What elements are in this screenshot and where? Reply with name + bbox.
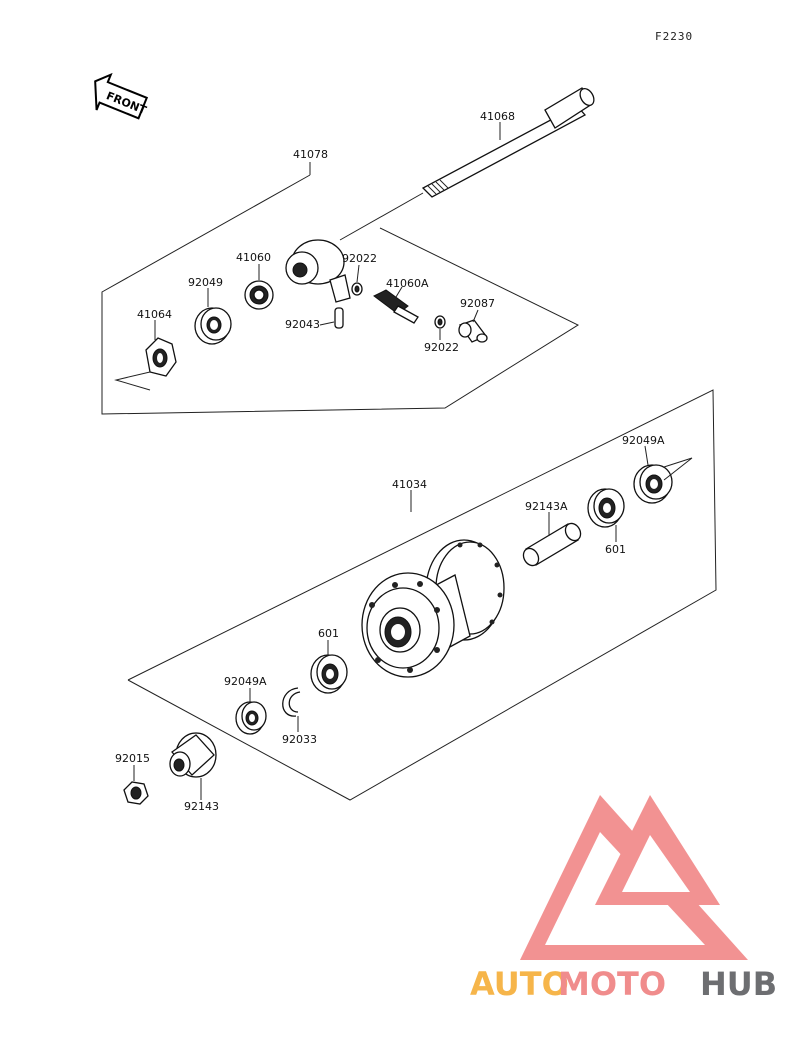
pin: [334, 307, 344, 329]
oil-seal: [194, 307, 232, 345]
label-41060: 41060: [236, 251, 271, 264]
figure-code: F2230: [655, 30, 693, 43]
distance-collar: [522, 522, 582, 567]
hub-group-outline: [127, 389, 717, 801]
watermark-part2: MOTO: [558, 965, 666, 1003]
label-41064: 41064: [137, 308, 172, 321]
label-92043: 92043: [285, 318, 320, 331]
axle-nut: [123, 781, 149, 805]
label-92022-bottom: 92022: [424, 341, 459, 354]
watermark-logo-icon: [520, 795, 748, 960]
label-92022-top: 92022: [342, 252, 377, 265]
circlip: [282, 687, 301, 717]
speedometer-gear: [244, 280, 274, 310]
label-92087: 92087: [460, 297, 495, 310]
pinion-bushing: [458, 319, 488, 343]
label-601-right: 601: [605, 543, 626, 556]
outer-collar: [169, 732, 217, 778]
label-92143: 92143: [184, 800, 219, 813]
front-arrow-icon: FRONT: [94, 72, 149, 120]
front-axle: [339, 87, 595, 241]
watermark-part1: AUTO: [470, 965, 569, 1003]
label-41068: 41068: [480, 110, 515, 123]
label-92015: 92015: [115, 752, 150, 765]
label-601-left: 601: [318, 627, 339, 640]
label-92049: 92049: [188, 276, 223, 289]
label-41034: 41034: [392, 478, 427, 491]
oil-seal-right: [633, 464, 673, 504]
bearing-left: [310, 654, 348, 694]
front-hub: [361, 539, 505, 678]
label-92049A-left: 92049A: [224, 675, 267, 688]
speedometer-gear-housing: [285, 239, 351, 303]
label-41060A: 41060A: [386, 277, 429, 290]
label-92143A: 92143A: [525, 500, 568, 513]
label-92033: 92033: [282, 733, 317, 746]
speedometer-pinion: [373, 289, 419, 324]
gear-retainer: [145, 337, 177, 377]
label-92049A-right: 92049A: [622, 434, 665, 447]
watermark-text: AUTO MOTO HUB: [470, 965, 777, 1003]
watermark-part3: HUB: [700, 965, 777, 1003]
bearing-right: [587, 488, 625, 528]
oil-seal-left: [235, 701, 267, 735]
speedometer-gear-group-outline: [101, 174, 580, 415]
label-41078: 41078: [293, 148, 328, 161]
